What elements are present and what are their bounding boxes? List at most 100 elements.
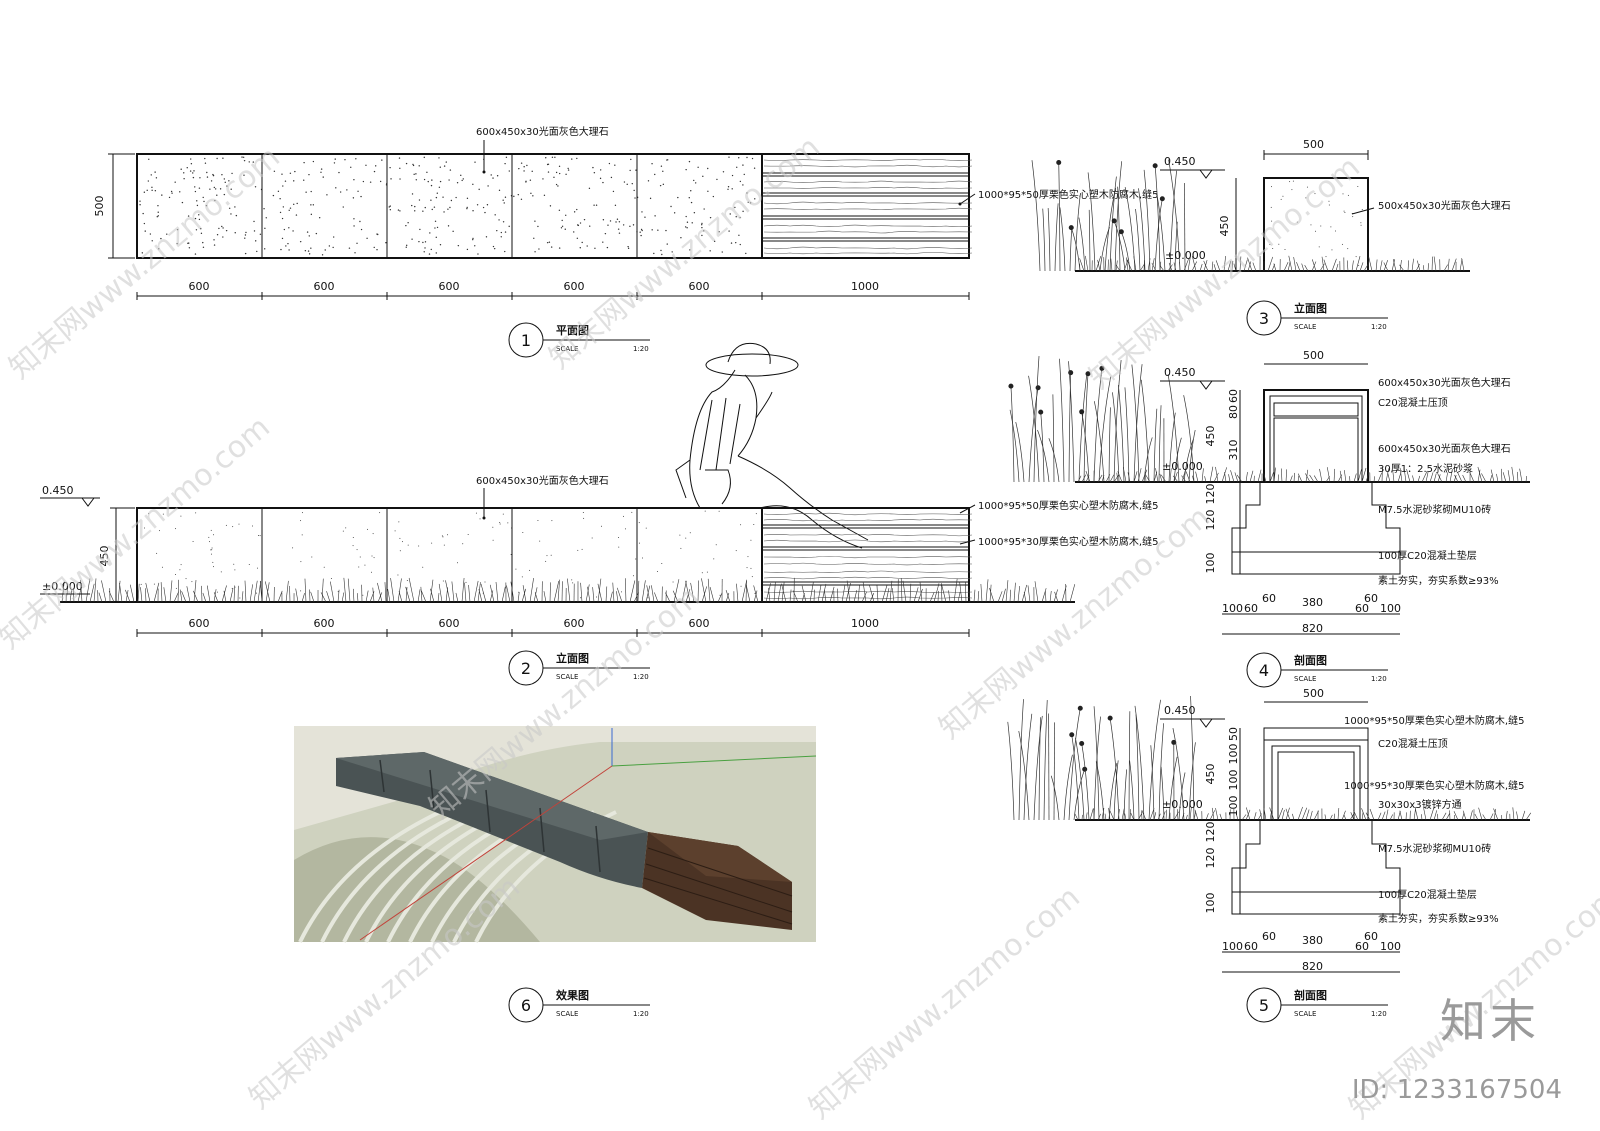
elevation-width-5: 600: [689, 617, 710, 630]
section-5-reeds: [1007, 695, 1196, 821]
section-5-hdim-1: 100: [1222, 940, 1243, 953]
elevation-width-3: 600: [439, 617, 460, 630]
section-4-footing: [1231, 551, 1401, 575]
side-material-label: 500x450x30光面灰色大理石: [1378, 199, 1511, 212]
elevation-grass: [61, 577, 1076, 603]
section-4-ground-level: ±0.000: [1162, 460, 1203, 473]
person-figure: [675, 342, 869, 549]
plan-width-3: 600: [439, 280, 460, 293]
section-4-label-3: 600x450x30光面灰色大理石: [1378, 442, 1511, 455]
image-id: ID: 1233167504: [1351, 1075, 1562, 1105]
watermark-4: 知末网www.znzmo.com: [0, 410, 277, 656]
plan-width-5: 600: [689, 280, 710, 293]
plan-width-4: 600: [564, 280, 585, 293]
elevation-wood-grain: [763, 512, 973, 600]
section-5-view: 500 0.450 ±0.000 50 100 100 100 450 120 …: [1007, 687, 1532, 1023]
section-5-total: 820: [1302, 960, 1323, 973]
section-4-scale-label: SCALE: [1294, 675, 1316, 683]
watermark-layer: 知末网www.znzmo.com 知末网www.znzmo.com 知末网www…: [0, 130, 1600, 1126]
section-5-label-7: 素土夯实，夯实系数≥93%: [1378, 912, 1499, 925]
section-4-label-5: M7.5水泥砂浆砌MU10砖: [1378, 503, 1491, 516]
plan-width-2: 600: [314, 280, 335, 293]
section-4-vdim-5: 120: [1204, 484, 1217, 505]
side-top-level: 0.450: [1164, 155, 1196, 168]
section-4-brick-body: [1231, 417, 1401, 553]
watermark-2: 知末网www.znzmo.com: [543, 130, 827, 376]
section-4-label-4: 30厚1：2.5水泥砂浆: [1378, 462, 1473, 475]
section-4-reeds: [1008, 356, 1196, 483]
section-4-vdim-6: 120: [1204, 510, 1217, 531]
section-5-title: 剖面图: [1294, 988, 1327, 1002]
section-5-hdim-7: 100: [1380, 940, 1401, 953]
section-4-vdim-4: 450: [1204, 426, 1217, 447]
section-5-width-dim: 500: [1303, 687, 1324, 700]
side-elevation-view: 500 0.450 ±0.000 450 500x450x30光面灰色大理石 3…: [1031, 138, 1511, 336]
section-5-vdim-4: 100: [1227, 796, 1240, 817]
plan-wood-grain: [763, 158, 973, 255]
section-4-hdim-1: 100: [1222, 602, 1243, 615]
elevation-stone-texture: [140, 510, 757, 599]
section-5-top-level: 0.450: [1164, 704, 1196, 717]
section-4-hdim-6: 60: [1364, 592, 1378, 605]
plan-number: 1: [521, 331, 531, 350]
section-5-scale: 1:20: [1371, 1010, 1387, 1018]
plan-depth-dim: 500: [93, 196, 106, 217]
section-5-number: 5: [1259, 996, 1269, 1015]
section-4-title: 剖面图: [1294, 653, 1327, 667]
render-stone-bench: [336, 752, 648, 888]
section-5-label-5: M7.5水泥砂浆砌MU10砖: [1378, 842, 1491, 855]
side-reeds: [1031, 159, 1186, 272]
watermark-3: 知末网www.znzmo.com: [1083, 150, 1367, 396]
section-5-hdim-4: 380: [1302, 934, 1323, 947]
render-title: 效果图: [556, 988, 589, 1002]
section-5-hdim-3: 60: [1262, 930, 1276, 943]
section-4-hdim-2: 60: [1244, 602, 1258, 615]
section-5-vdim-2: 100: [1227, 744, 1240, 765]
section-5-vdim-5: 450: [1204, 764, 1217, 785]
side-ground-level: ±0.000: [1165, 249, 1206, 262]
plan-scale: 1:20: [633, 345, 649, 353]
section-5-label-6: 100厚C20混凝土垫层: [1378, 888, 1477, 901]
section-4-top-level: 0.450: [1164, 366, 1196, 379]
elevation-height-dim: 450: [98, 546, 111, 567]
plan-width-6: 1000: [851, 280, 879, 293]
section-5-hdim-6: 60: [1364, 930, 1378, 943]
section-5-vdim-1: 50: [1227, 727, 1240, 741]
section-4-width-dim: 500: [1303, 349, 1324, 362]
section-4-label-2: C20混凝土压顶: [1378, 396, 1448, 409]
plan-material-label: 600x450x30光面灰色大理石: [476, 125, 609, 138]
section-5-vdim-7: 120: [1204, 848, 1217, 869]
section-4-label-7: 素土夯实，夯实系数≥93%: [1378, 574, 1499, 587]
render-scale-label: SCALE: [556, 1010, 578, 1018]
plan-view: 600x450x30光面灰色大理石 1000*95*50厚栗色实心塑木防腐木,缝…: [93, 125, 1158, 358]
section-4-view: 500 0.450 ±0.000 60 80 310 450 120 120 1…: [1008, 349, 1530, 688]
elevation-title: 立面图: [556, 651, 589, 665]
section-4-vdim-1: 60: [1227, 389, 1240, 403]
plan-width-1: 600: [189, 280, 210, 293]
section-4-label-6: 100厚C20混凝土垫层: [1378, 549, 1477, 562]
section-4-number: 4: [1259, 661, 1269, 680]
elevation-top-level: 0.450: [42, 484, 74, 497]
render-wood-bench: [642, 832, 792, 930]
side-width-dim: 500: [1303, 138, 1324, 151]
brand-logo: 知末: [1440, 994, 1540, 1048]
section-4-hdim-3: 60: [1262, 592, 1276, 605]
elevation-width-4: 600: [564, 617, 585, 630]
elevation-width-6: 1000: [851, 617, 879, 630]
section-5-vdim-8: 100: [1204, 893, 1217, 914]
plan-outline: [136, 153, 970, 259]
section-5-brick-body: [1231, 751, 1401, 893]
section-4-scale: 1:20: [1371, 675, 1387, 683]
section-4-total: 820: [1302, 622, 1323, 635]
section-5-hdim-2: 60: [1244, 940, 1258, 953]
section-5-label-1: 1000*95*50厚栗色实心塑木防腐木,缝5: [1344, 714, 1524, 727]
section-4-hdim-7: 100: [1380, 602, 1401, 615]
elevation-number: 2: [521, 659, 531, 678]
watermark-8: 知末网www.znzmo.com: [803, 880, 1087, 1126]
elevation-wood-label-top: 1000*95*50厚栗色实心塑木防腐木,缝5: [978, 499, 1158, 512]
plan-scale-label: SCALE: [556, 345, 578, 353]
elevation-scale: 1:20: [633, 673, 649, 681]
section-5-scale-label: SCALE: [1294, 1010, 1316, 1018]
watermark-1: 知末网www.znzmo.com: [3, 140, 287, 386]
